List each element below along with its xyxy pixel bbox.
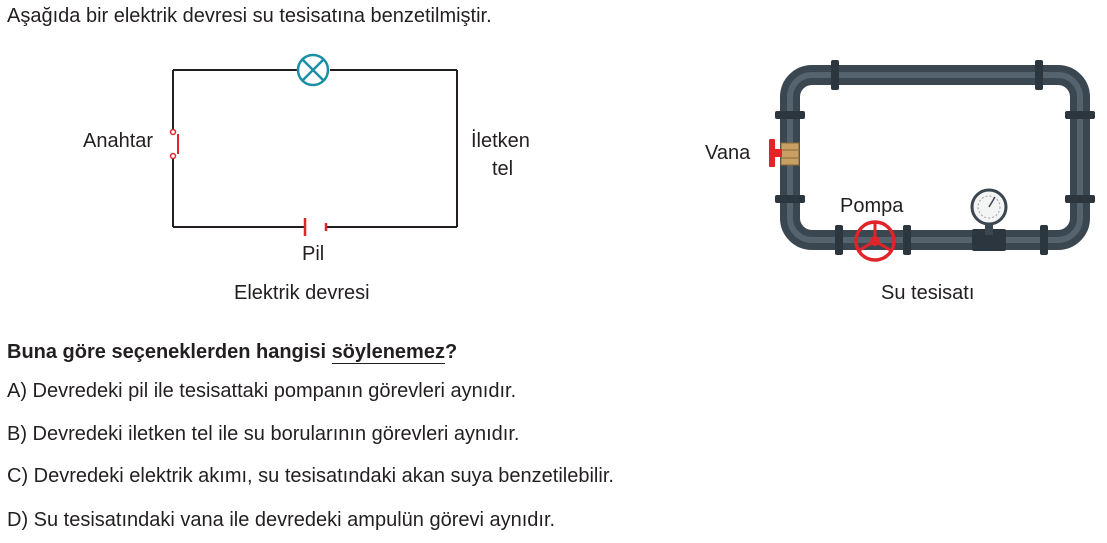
- battery-label: Pil: [302, 243, 325, 265]
- question-title: Buna göre seçeneklerden hangisi söylenem…: [7, 341, 457, 364]
- option-d: D) Su tesisatındaki vana ile devredeki a…: [7, 509, 556, 531]
- question-prefix: Buna göre seçeneklerden hangisi: [7, 341, 332, 363]
- option-a: A) Devredeki pil ile tesisattaki pompanı…: [7, 380, 517, 402]
- plumbing-diagram: [769, 60, 1095, 262]
- circuit-diagram: [169, 53, 458, 236]
- valve-label: Vana: [705, 142, 751, 164]
- circuit-caption: Elektrik devresi: [234, 282, 370, 304]
- pipe-loop: [780, 65, 1090, 250]
- gauge-icon: [970, 188, 1008, 235]
- wire-label-line2: tel: [492, 158, 514, 180]
- pipe-highlight: [787, 72, 1083, 243]
- option-b: B) Devredeki iletken tel ile su boruları…: [7, 423, 520, 445]
- intro-text: Aşağıda bir elektrik devresi su tesisatı…: [7, 5, 492, 27]
- lamp-icon: [296, 53, 330, 87]
- switch-icon: [169, 128, 179, 160]
- wire-label-line1: İletken: [471, 130, 530, 152]
- plumbing-caption: Su tesisatı: [881, 282, 975, 304]
- question-underlined: söylenemez: [331, 341, 445, 364]
- pump-label: Pompa: [840, 195, 904, 217]
- question-suffix: ?: [444, 341, 458, 363]
- option-c: C) Devredeki elektrik akımı, su tesisatı…: [7, 465, 614, 487]
- pipe-joints: [775, 60, 1095, 255]
- battery-icon: [303, 218, 328, 236]
- pump-icon: [854, 220, 896, 262]
- valve-icon: [769, 139, 800, 167]
- switch-label: Anahtar: [83, 130, 154, 152]
